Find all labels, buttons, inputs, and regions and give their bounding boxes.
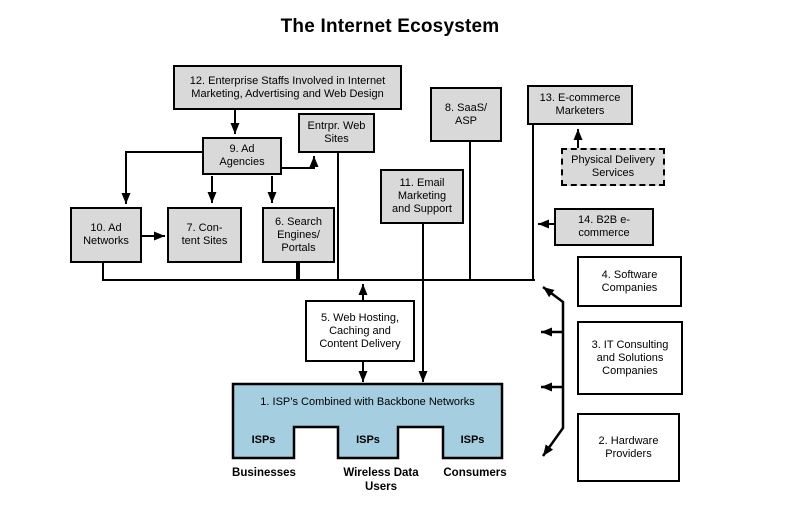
arrow-agencies-to-adnetworks [121, 151, 202, 204]
node-ad-networks: 10. Ad Networks [70, 207, 142, 263]
node-enterprise-web-sites: Entrpr. Web Sites [298, 113, 375, 153]
node-saas-asp: 8. SaaS/ ASP [430, 87, 502, 142]
isp-leg-label-1: ISPs [251, 434, 276, 446]
user-group-businesses: Businesses [232, 467, 296, 479]
node-ad-agencies: 9. Ad Agencies [202, 137, 282, 175]
node-email-marketing: 11. Email Marketing and Support [380, 169, 464, 224]
right-column-connector [541, 286, 565, 457]
isp-backbone-shape [231, 382, 504, 460]
user-group-consumers: Consumers [443, 467, 507, 479]
user-group-wireless-data-users: Wireless Data Users [343, 467, 419, 493]
node-search-engines-portals: 6. Search Engines/ Portals [262, 207, 335, 263]
node-it-consulting: 3. IT Consulting and Solutions Companies [577, 321, 683, 395]
isp-leg-label-2: ISPs [356, 434, 380, 446]
node-software-companies: 4. Software Companies [577, 256, 682, 307]
node-hardware-providers: 2. Hardware Providers [577, 413, 680, 482]
node-b2b-ecommerce: 14. B2B e- commerce [554, 208, 654, 246]
node-enterprise-staffs: 12. Enterprise Staffs Involved in Intern… [173, 65, 402, 110]
node-ecommerce-marketers: 13. E-commerce Marketers [527, 85, 633, 125]
isp-leg-label-3: ISPs [460, 434, 485, 446]
arrow-agencies-to-webtsites [282, 156, 319, 169]
node-isp-backbone-label: 1. ISP’s Combined with Backbone Networks [260, 396, 475, 408]
node-physical-delivery-services: Physical Delivery Services [561, 148, 665, 186]
diagram-title: The Internet Ecosystem [280, 16, 500, 37]
node-web-hosting: 5. Web Hosting, Caching and Content Deli… [305, 300, 415, 362]
node-content-sites: 7. Con- tent Sites [167, 207, 242, 263]
